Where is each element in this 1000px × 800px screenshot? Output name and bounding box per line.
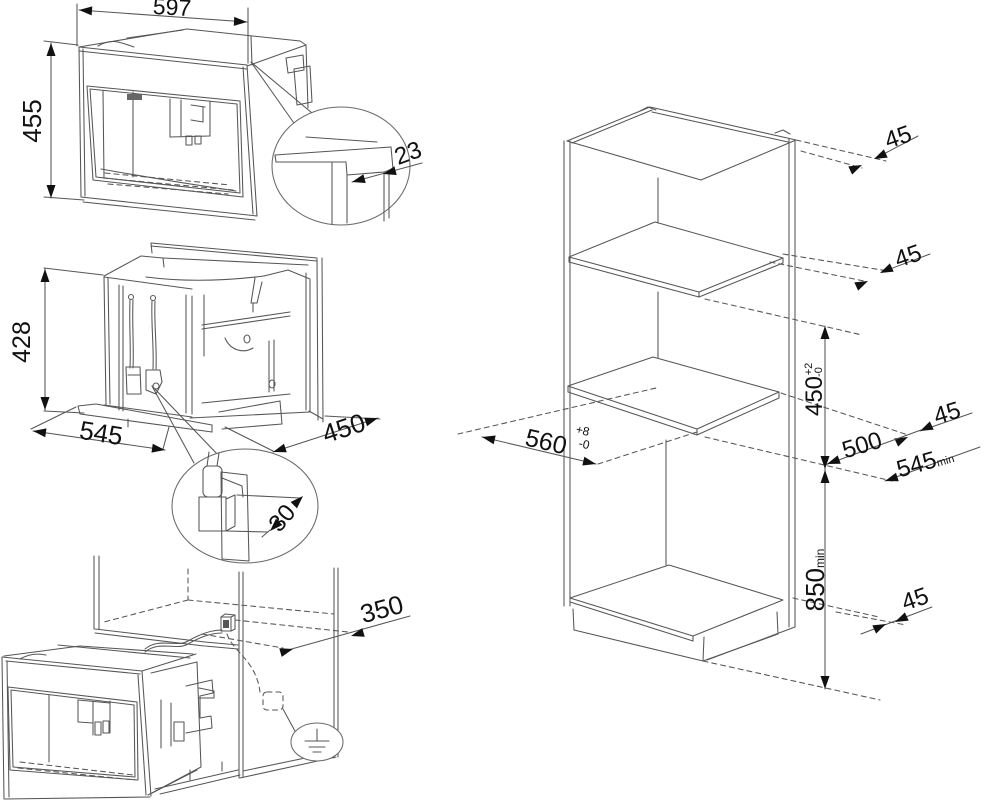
- svg-text:45: 45: [898, 582, 932, 616]
- svg-text:-0: -0: [813, 367, 825, 377]
- svg-text:450: 450: [318, 407, 369, 449]
- svg-text:455: 455: [17, 99, 47, 142]
- svg-text:428: 428: [8, 321, 36, 363]
- svg-text:560: 560: [523, 424, 570, 461]
- svg-text:+2: +2: [803, 363, 815, 376]
- svg-text:850min: 850min: [800, 549, 830, 612]
- svg-text:545min: 545min: [894, 442, 957, 484]
- svg-text:350: 350: [357, 589, 407, 629]
- svg-text:+8: +8: [574, 422, 591, 439]
- svg-text:45: 45: [891, 239, 925, 273]
- svg-text:45: 45: [881, 120, 915, 154]
- svg-text:500: 500: [839, 427, 885, 465]
- svg-text:545: 545: [77, 415, 125, 451]
- svg-text:450: 450: [801, 376, 828, 416]
- svg-text:597: 597: [152, 0, 192, 21]
- svg-text:-0: -0: [577, 436, 591, 452]
